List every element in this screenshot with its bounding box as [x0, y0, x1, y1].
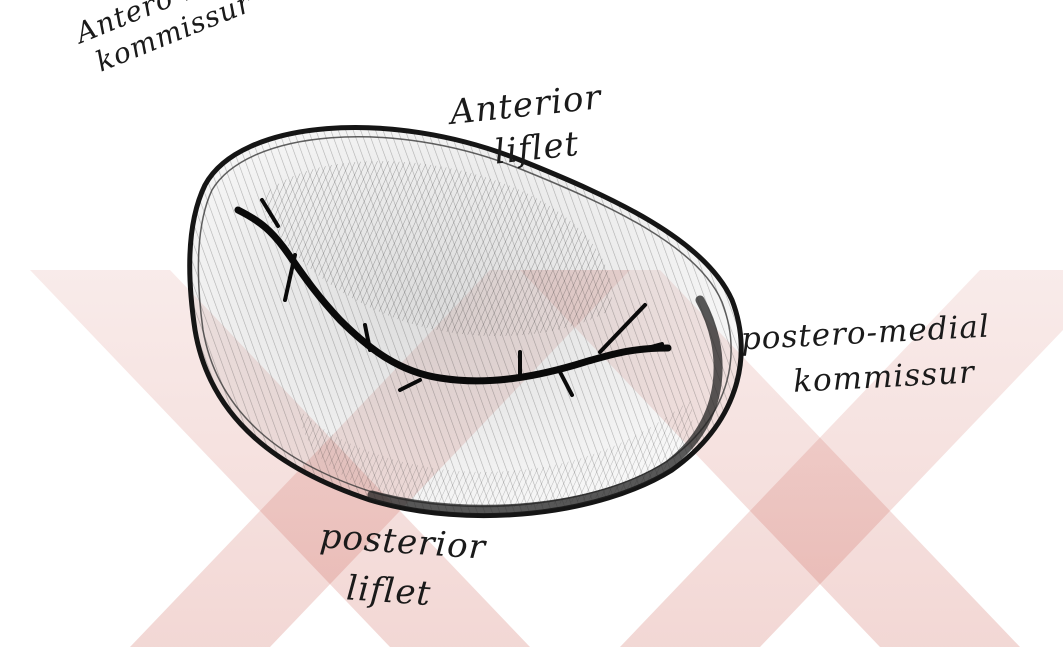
label-posterior-leaflet: posterior liflet	[315, 519, 487, 614]
label-posteromedial-commissure: postero-medial kommissur	[740, 312, 993, 401]
label-posterior-leaflet-line2: liflet	[345, 571, 483, 614]
label-posterior-leaflet-line1: posterior	[319, 519, 487, 565]
label-anterior-leaflet: Anterior liflet	[448, 80, 607, 173]
